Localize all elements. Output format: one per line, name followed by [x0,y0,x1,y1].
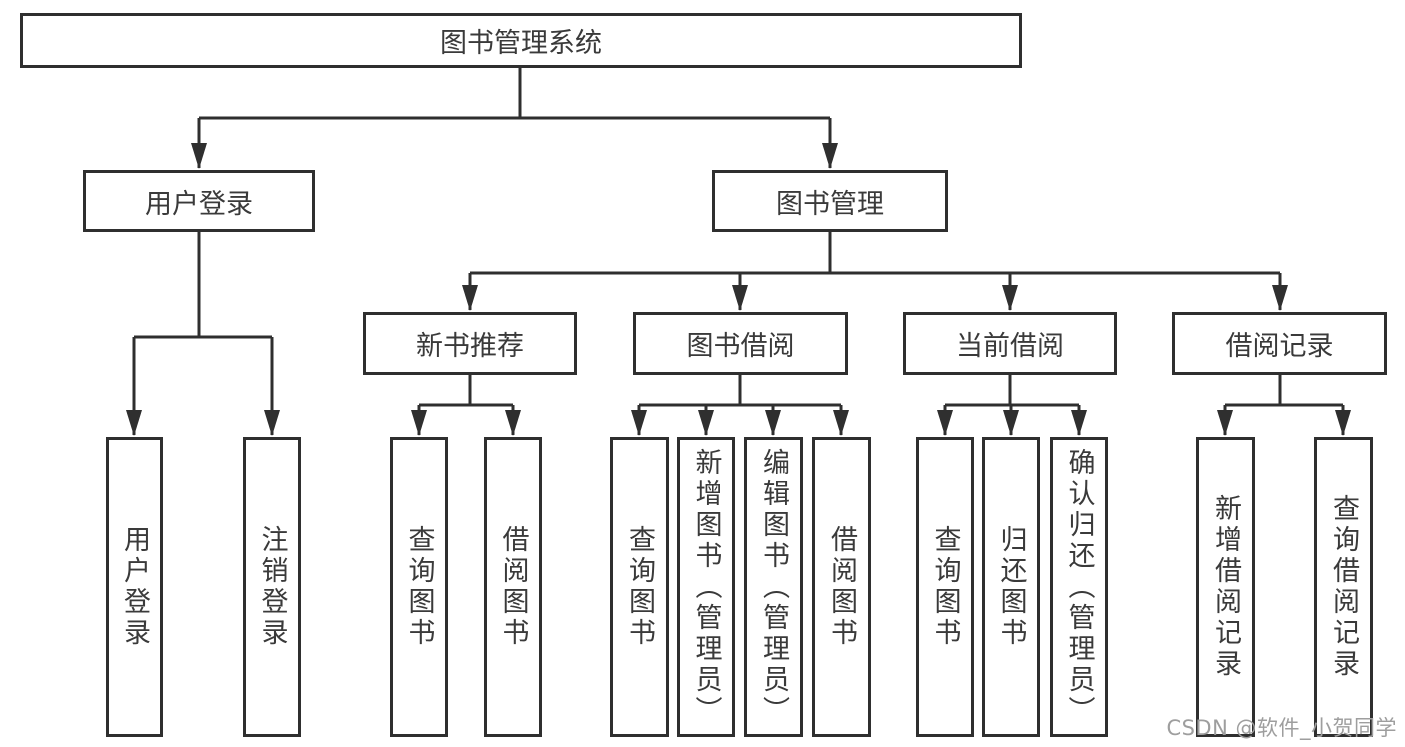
node-label: 新书推荐 [416,331,524,362]
node-label: 归还图书 [995,525,1027,649]
leaf-query-borrow-record: 查询借阅记录 [1314,437,1373,737]
node-book-management: 图书管理 [712,170,948,232]
node-label: 图书借阅 [686,331,795,362]
node-label: 注销登录 [256,525,288,649]
leaf-query-books-current: 查询图书 [916,437,974,737]
leaf-borrow-books-borrowing: 借阅图书 [812,437,871,737]
node-label: 新增借阅记录 [1210,494,1241,680]
node-label: 查询图书 [624,525,655,649]
node-label: 查询借阅记录 [1328,494,1359,680]
connector-new-book-recommendation-children [411,375,521,436]
node-label: 用户登录 [145,188,253,220]
connector-book-borrowing-children [631,375,849,436]
node-label: 当前借阅 [956,331,1064,362]
node-label: 新增图书（管理员） [690,447,722,727]
leaf-return-books: 归还图书 [982,437,1040,737]
leaf-query-books-recommend: 查询图书 [390,437,448,737]
leaf-edit-books-admin: 编辑图书（管理员） [744,437,803,737]
leaf-confirm-return-admin: 确认归还（管理员） [1050,437,1108,737]
connector-borrowing-records-children [1217,375,1351,436]
leaf-query-books-borrowing: 查询图书 [610,437,669,737]
node-label: 图书管理 [776,188,884,220]
connector-user-login-children [126,232,280,436]
node-library-management-system: 图书管理系统 [20,13,1022,68]
leaf-add-borrow-record: 新增借阅记录 [1196,437,1255,737]
connector-current-borrowing-children [937,375,1087,436]
node-label: 用户登录 [119,525,150,649]
node-borrowing-records: 借阅记录 [1172,312,1387,375]
node-label: 查询图书 [929,525,961,649]
node-book-borrowing: 图书借阅 [633,312,848,375]
leaf-logout: 注销登录 [243,437,301,737]
node-user-login: 用户登录 [83,170,315,232]
leaf-add-books-admin: 新增图书（管理员） [677,437,735,737]
node-label: 编辑图书（管理员） [758,447,789,727]
connector-root-to-level1 [191,68,838,169]
leaf-borrow-books-recommend: 借阅图书 [484,437,542,737]
node-label: 借阅记录 [1225,331,1334,362]
node-label: 借阅图书 [497,525,529,649]
csdn-watermark: CSDN @软件_小贺同学 [1166,716,1397,740]
connector-book-management-children [462,232,1288,311]
node-label: 图书管理系统 [440,28,602,59]
node-label: 借阅图书 [826,525,857,649]
node-label: 确认归还（管理员） [1063,447,1095,727]
node-current-borrowing: 当前借阅 [903,312,1117,375]
leaf-user-login: 用户登录 [106,437,163,737]
node-label: 查询图书 [403,525,435,649]
node-new-book-recommendation: 新书推荐 [363,312,577,375]
